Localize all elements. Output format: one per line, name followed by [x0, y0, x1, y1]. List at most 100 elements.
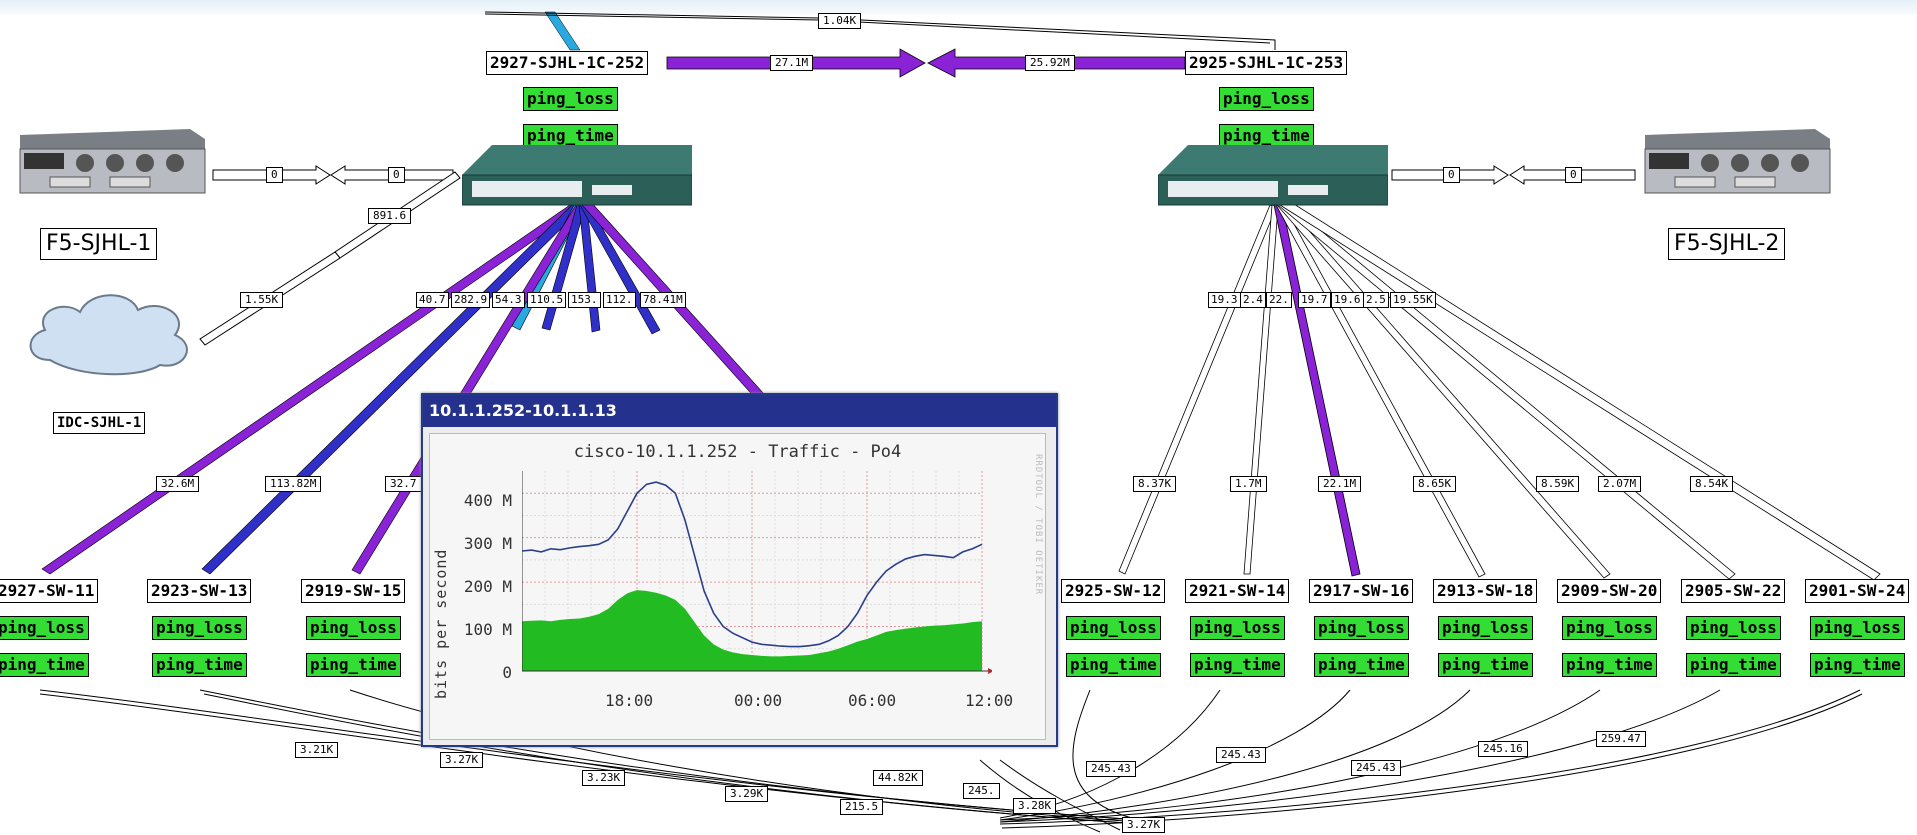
link-label-bottom: 245.43	[1086, 761, 1136, 777]
access-switch-name[interactable]: 2901-SW-24	[1805, 579, 1910, 603]
x-axis-arrow	[988, 668, 992, 674]
access-switch-name[interactable]: 2927-SW-11	[0, 579, 99, 603]
ping-time-tag[interactable]: ping_time	[1066, 653, 1161, 677]
y-tick-label: 400 M	[463, 491, 512, 510]
graph-ylabel: bits per second	[432, 548, 450, 699]
ping-time-tag[interactable]: ping_time	[306, 653, 401, 677]
ping-loss-tag[interactable]: ping_loss	[523, 87, 618, 111]
link-label-left-fan: 153.	[568, 292, 601, 308]
link-top[interactable]	[484, 11, 1276, 50]
link-label-f5-2-b: 0	[1565, 167, 1582, 183]
link-cloud[interactable]	[199, 171, 461, 346]
top-banner	[0, 0, 1917, 14]
traffic-popup[interactable]: 10.1.1.252-10.1.1.13 cisco-10.1.1.252 - …	[421, 393, 1058, 747]
ping-loss-tag[interactable]: ping_loss	[1314, 616, 1409, 640]
link-label-bottom: 215.5	[840, 799, 884, 815]
access-switch-name[interactable]: 2917-SW-16	[1309, 579, 1414, 603]
ping-loss-tag[interactable]: ping_loss	[306, 616, 401, 640]
y-tick-label: 100 M	[463, 620, 512, 639]
access-switch-name[interactable]: 2919-SW-15	[301, 579, 406, 603]
graph-title: cisco-10.1.1.252 - Traffic - Po4	[573, 442, 902, 462]
ping-time-tag[interactable]: ping_time	[1314, 653, 1409, 677]
ping-loss-tag[interactable]: ping_loss	[0, 616, 89, 640]
link-label-bottom: 3.21K	[295, 742, 339, 758]
link-label-core-b: 25.92M	[1025, 55, 1075, 71]
link-label-right-mid: 8.65K	[1413, 476, 1457, 492]
access-switch-name[interactable]: 2921-SW-14	[1185, 579, 1290, 603]
link-label-left-mid: 113.82M	[265, 476, 322, 492]
traffic-graph: cisco-10.1.1.252 - Traffic - Po4 bits pe…	[429, 433, 1046, 740]
cloud-icon[interactable]	[20, 280, 200, 380]
y-tick-label: 200 M	[463, 577, 512, 596]
access-switch-name[interactable]: 2925-SW-12	[1061, 579, 1166, 603]
link-label-bottom: 3.27K	[1122, 817, 1166, 833]
network-switch-icon[interactable]	[1158, 145, 1388, 207]
link-label-left-mid: 32.7	[385, 476, 422, 492]
link-label-bottom: 3.23K	[582, 770, 626, 786]
ping-loss-tag[interactable]: ping_loss	[1190, 616, 1285, 640]
link-label-right-fan: 19.6	[1331, 292, 1364, 308]
ping-time-tag[interactable]: ping_time	[1190, 653, 1285, 677]
link-label-top: 1.04K	[818, 13, 862, 29]
link-label-right-mid: 2.07M	[1598, 476, 1642, 492]
link-label-left-fan: 78.41M	[640, 292, 686, 308]
axis-lines	[522, 471, 990, 672]
link-label-right-fan: 19.7	[1298, 292, 1331, 308]
series-outbound-line	[522, 481, 983, 648]
link-label-right-fan: 19.55K	[1390, 292, 1436, 308]
x-tick-label: 12:00	[965, 691, 1014, 710]
ping-loss-tag[interactable]: ping_loss	[1810, 616, 1905, 640]
link-f5-2[interactable]	[1391, 165, 1636, 185]
ping-loss-tag[interactable]: ping_loss	[1219, 87, 1314, 111]
ping-time-tag[interactable]: ping_time	[1810, 653, 1905, 677]
link-label-bottom: 3.27K	[440, 752, 484, 768]
ping-time-tag[interactable]: ping_time	[1562, 653, 1657, 677]
access-switch-name[interactable]: 2909-SW-20	[1557, 579, 1662, 603]
x-tick-label: 06:00	[848, 691, 897, 710]
network-switch-icon[interactable]	[462, 145, 692, 207]
ping-loss-tag[interactable]: ping_loss	[152, 616, 247, 640]
x-tick-label: 18:00	[605, 691, 654, 710]
core-switch-name[interactable]: 2925-SJHL-1C-253	[1185, 51, 1348, 75]
popup-title: 10.1.1.252-10.1.1.13	[423, 395, 1056, 427]
link-label-left-mid: 32.6M	[156, 476, 200, 492]
ping-time-tag[interactable]: ping_time	[0, 653, 89, 677]
server-appliance-icon[interactable]	[10, 125, 210, 203]
ping-loss-tag[interactable]: ping_loss	[1562, 616, 1657, 640]
link-label-right-mid: 8.37K	[1133, 476, 1177, 492]
link-label-right-fan: 22.	[1266, 292, 1292, 308]
ping-loss-tag[interactable]: ping_loss	[1066, 616, 1161, 640]
link-label-bottom: 3.29K	[725, 786, 769, 802]
link-label-f5-1-diag: 891.6	[368, 208, 412, 224]
server-name-f5-2: F5-SJHL-2	[1668, 228, 1786, 260]
ping-time-tag[interactable]: ping_time	[152, 653, 247, 677]
link-label-left-fan: 40.7	[416, 292, 449, 308]
link-label-right-mid: 8.59K	[1536, 476, 1580, 492]
ping-time-tag[interactable]: ping_time	[523, 124, 618, 148]
link-label-bottom: 44.82K	[873, 770, 923, 786]
server-appliance-icon[interactable]	[1635, 125, 1835, 203]
access-switch-name[interactable]: 2905-SW-22	[1681, 579, 1786, 603]
link-label-bottom: 245.	[963, 783, 1000, 799]
series-inbound-area	[522, 590, 982, 671]
server-name-f5-1: F5-SJHL-1	[40, 228, 158, 260]
ping-loss-tag[interactable]: ping_loss	[1686, 616, 1781, 640]
link-label-left-fan: 112.	[603, 292, 636, 308]
ping-time-tag[interactable]: ping_time	[1438, 653, 1533, 677]
core-switch-name[interactable]: 2927-SJHL-1C-252	[486, 51, 649, 75]
y-tick-label: 300 M	[463, 534, 512, 553]
link-label-left-fan: 110.5	[527, 292, 567, 308]
link-label-bottom: 245.43	[1216, 747, 1266, 763]
access-switch-name[interactable]: 2923-SW-13	[147, 579, 252, 603]
cloud-name: IDC-SJHL-1	[53, 412, 146, 434]
access-switch-name[interactable]: 2913-SW-18	[1433, 579, 1538, 603]
link-label-bottom: 245.16	[1478, 741, 1528, 757]
link-f5-1[interactable]	[212, 165, 454, 185]
ping-time-tag[interactable]: ping_time	[1219, 124, 1314, 148]
ping-time-tag[interactable]: ping_time	[1686, 653, 1781, 677]
link-label-right-fan: 2.5	[1363, 292, 1389, 308]
plot-area	[522, 471, 992, 674]
link-core1-up[interactable]	[544, 11, 581, 51]
ping-loss-tag[interactable]: ping_loss	[1438, 616, 1533, 640]
link-label-right-mid: 8.54K	[1690, 476, 1734, 492]
